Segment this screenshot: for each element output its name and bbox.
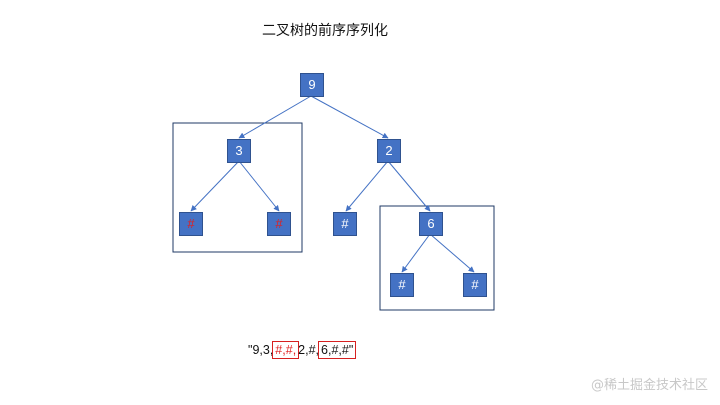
serial-hash-2: # [285, 343, 293, 357]
serial-right-subtree-box: 6,#,#" [318, 341, 357, 359]
edge-3-rhash [238, 160, 280, 212]
serial-left-null-box: #,#, [272, 341, 300, 359]
serial-quote-open: " [248, 343, 253, 357]
edge-9-3 [238, 95, 312, 139]
serialization-string: "9,3,#,#,2,#,6,#,#" [248, 341, 357, 359]
node-left-left-null: # [179, 212, 203, 236]
serial-quote-close: " [348, 343, 354, 357]
node-right-right: 6 [419, 212, 443, 236]
serial-hash-1: # [275, 343, 283, 357]
node-left-right-null: # [267, 212, 291, 236]
node-right-left-null: # [333, 212, 357, 236]
serial-seg4: 6,#,# [321, 343, 349, 357]
serial-seg1: 9,3, [252, 343, 274, 357]
watermark: @稀土掘金技术社区 [590, 378, 708, 393]
diagram-title: 二叉树的前序序列化 [262, 23, 388, 39]
edge-3-lhash [190, 160, 240, 212]
edge-2-hash [345, 160, 389, 212]
node-left: 3 [227, 139, 251, 163]
serial-comma-2: , [292, 343, 297, 357]
edge-6-rhash [429, 233, 475, 273]
node-root: 9 [300, 73, 324, 97]
node-rr-left-null: # [390, 273, 414, 297]
node-right: 2 [377, 139, 401, 163]
right-subtree-box [379, 205, 495, 311]
serial-seg3: 2,#, [298, 343, 320, 357]
edge-2-6 [387, 160, 431, 212]
edge-9-2 [310, 95, 389, 139]
left-subtree-box [172, 122, 303, 253]
edge-6-lhash [401, 233, 431, 273]
serial-comma-1: , [282, 343, 286, 357]
node-rr-right-null: # [463, 273, 487, 297]
